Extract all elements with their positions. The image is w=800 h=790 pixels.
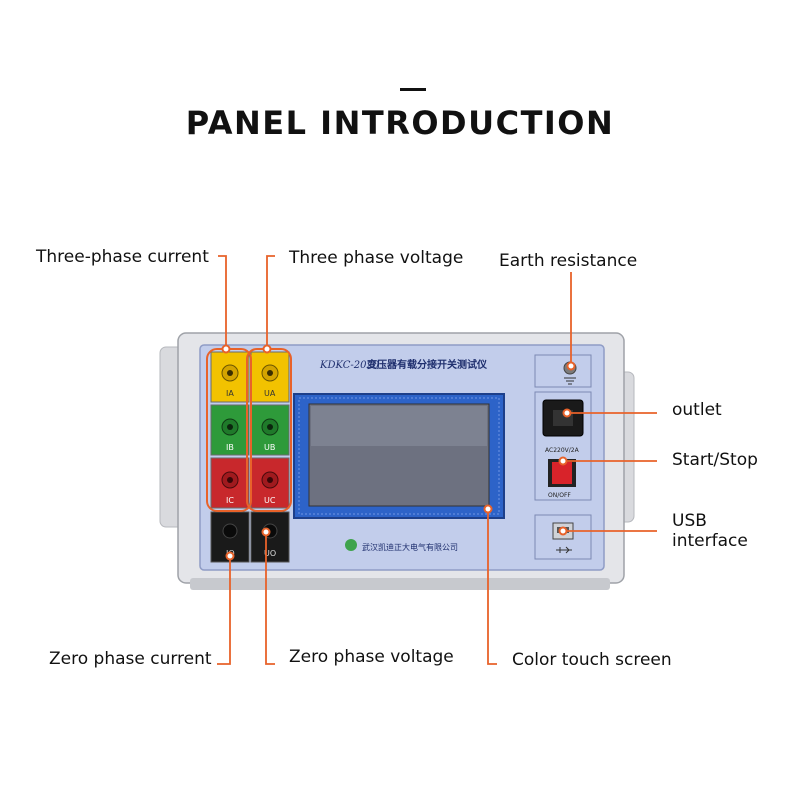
callout-color-touch-screen: Color touch screen bbox=[512, 650, 672, 670]
title-underline bbox=[400, 88, 426, 91]
terminal-ua-label: UA bbox=[264, 389, 276, 398]
leader-dots bbox=[221, 344, 576, 561]
device-base bbox=[190, 578, 610, 590]
power-switch-label: ON/OFF bbox=[548, 492, 571, 499]
terminal-ic-label: IC bbox=[226, 496, 234, 505]
callout-three-phase-voltage: Three phase voltage bbox=[289, 248, 464, 268]
voltage-terminals: UA UB UC bbox=[250, 351, 290, 509]
model-label: KDKC-2020 bbox=[319, 360, 380, 371]
callout-outlet: outlet bbox=[672, 400, 722, 420]
power-rating-label: AC220V/2A bbox=[545, 447, 580, 454]
leader-lines bbox=[217, 255, 657, 665]
callout-earth-resistance: Earth resistance bbox=[499, 251, 638, 271]
manufacturer-label: 武汉凯迪正大电气有限公司 bbox=[362, 542, 458, 552]
zero-terminals: IO UO bbox=[210, 511, 290, 563]
usb-icon bbox=[556, 546, 572, 554]
leader-color-touch-screen bbox=[487, 509, 497, 665]
terminal-ub-label: UB bbox=[264, 443, 275, 452]
terminal-ic[interactable] bbox=[210, 457, 250, 509]
terminal-uo-label: UO bbox=[264, 549, 276, 558]
callout-three-phase-current: Three-phase current bbox=[36, 247, 209, 267]
leader-zero-phase-voltage bbox=[265, 532, 275, 665]
terminal-ia-label: IA bbox=[226, 389, 234, 398]
manufacturer-logo bbox=[345, 539, 357, 551]
current-terminals: IA IB IC bbox=[210, 351, 250, 509]
leader-three-phase-current bbox=[218, 255, 227, 349]
earth-panel bbox=[534, 354, 592, 388]
device-name-label: 变压器有载分接开关测试仪 bbox=[367, 358, 488, 371]
callout-usb-interface: USB interface bbox=[672, 511, 748, 551]
terminal-uc-label: UC bbox=[264, 496, 276, 505]
leader-zero-phase-current bbox=[217, 556, 231, 665]
callout-zero-phase-current: Zero phase current bbox=[49, 649, 212, 669]
leader-three-phase-voltage bbox=[266, 255, 275, 349]
callout-start-stop: Start/Stop bbox=[672, 450, 758, 470]
terminal-ib-label: IB bbox=[226, 443, 234, 452]
page-title: PANEL INTRODUCTION bbox=[185, 104, 615, 142]
callout-zero-phase-voltage: Zero phase voltage bbox=[289, 647, 454, 667]
